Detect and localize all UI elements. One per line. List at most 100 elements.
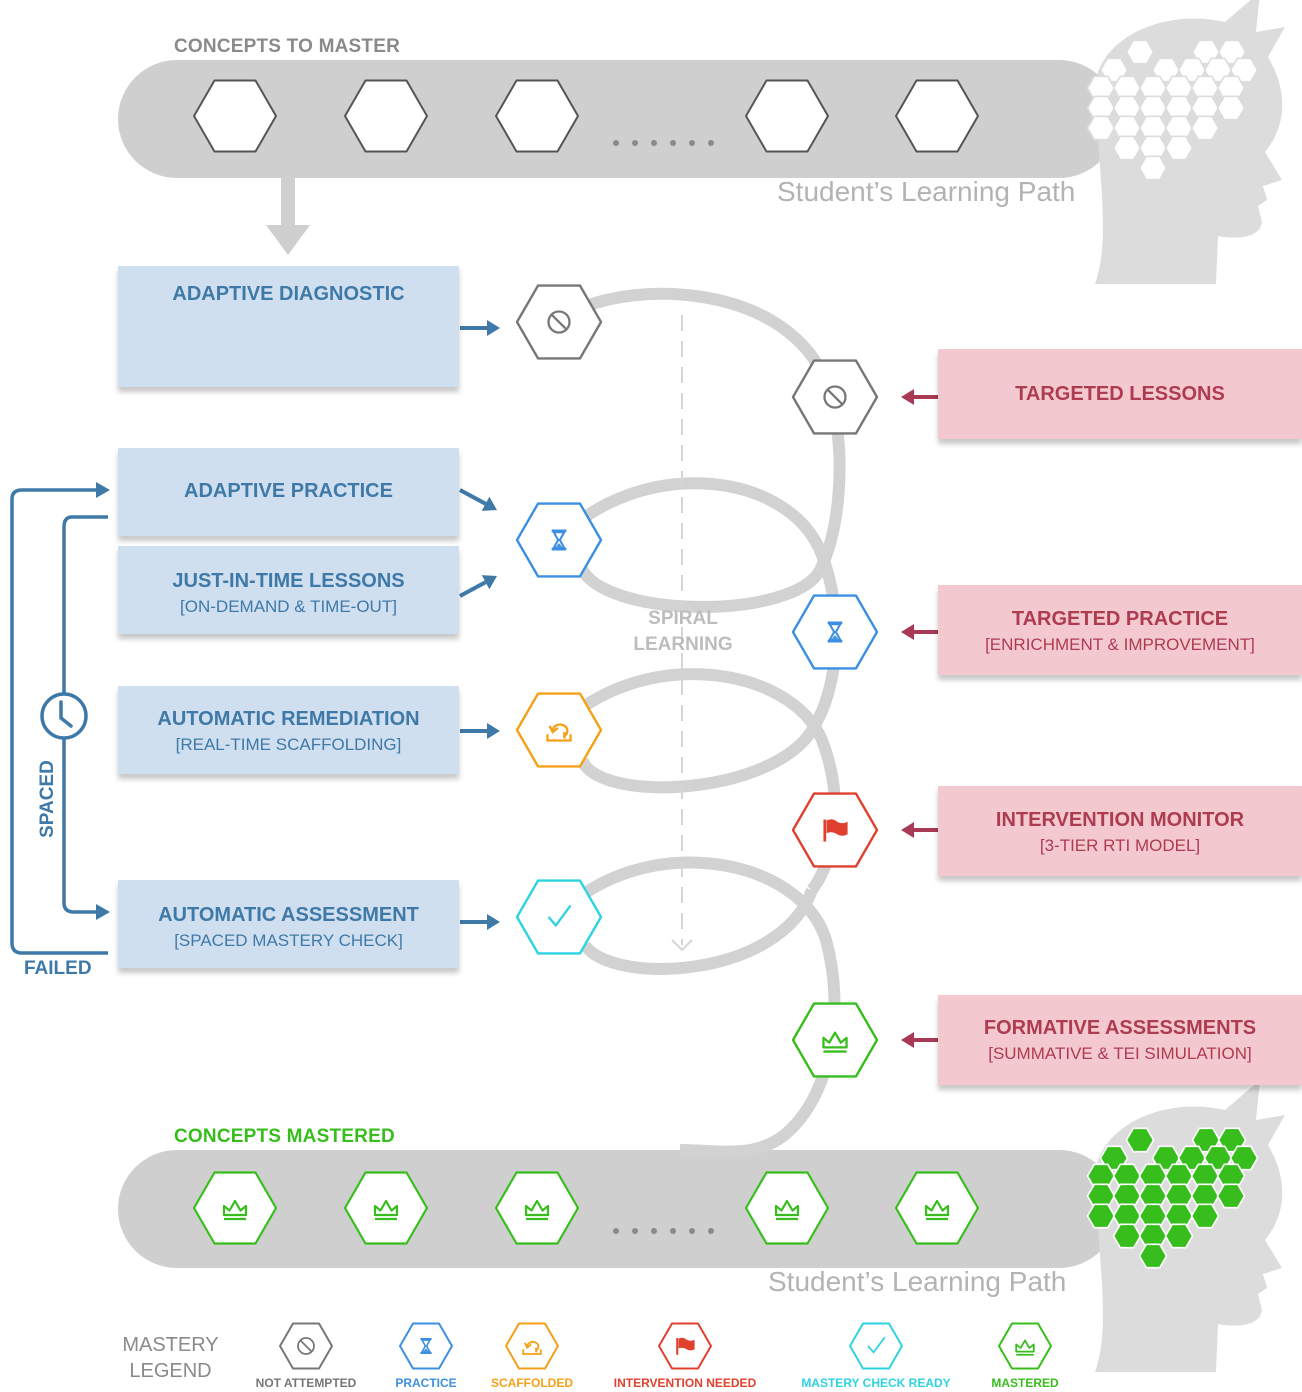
formative-assessments-title: FORMATIVE ASSESSMENTS: [983, 1017, 1257, 1039]
hex-node: [791, 1002, 879, 1078]
concept-hex-4: [745, 79, 829, 153]
node-targeted-lessons: [791, 359, 879, 435]
mastery-legend-title: MASTERY LEGEND: [108, 1332, 233, 1384]
arrow-right-4: [901, 1032, 940, 1048]
spiral-coil-4a: [553, 856, 841, 1135]
arrow-assessment: [460, 914, 500, 930]
adaptive-diagnostic-title: ADAPTIVE DIAGNOSTIC: [172, 283, 405, 305]
node-targeted-practice: [791, 594, 879, 670]
concepts-mastered-heading: CONCEPTS MASTERED: [174, 1126, 395, 1147]
mastered-concept-4: [744, 1171, 830, 1245]
legend-flag: [658, 1322, 712, 1370]
just-in-time-lessons-subtitle: [ON-DEMAND & TIME-OUT]: [180, 597, 397, 616]
spiral-coil-2b: [576, 721, 821, 794]
node-diagnostic: [515, 284, 603, 360]
targeted-practice-subtitle: [ENRICHMENT & IMPROVEMENT]: [985, 635, 1255, 654]
spiral-learning-label: SPIRAL LEARNING: [603, 606, 763, 658]
spiral-coil-2a: [553, 477, 842, 729]
node-remediation: [515, 692, 603, 768]
adaptive-diagnostic-box: ADAPTIVE DIAGNOSTIC: [118, 266, 459, 387]
learning-path-caption-top: Student’s Learning Path: [777, 176, 1076, 207]
ellipsis-dot-bottom: [613, 1228, 619, 1234]
legend-label-intervention-needed: INTERVENTION NEEDED: [613, 1376, 757, 1390]
legend-label-practice: PRACTICE: [395, 1376, 457, 1390]
ellipsis-dot-bottom: [651, 1228, 657, 1234]
ellipsis-dot-bottom: [689, 1228, 695, 1234]
node-formative: [791, 1002, 879, 1078]
adaptive-practice-title: ADAPTIVE PRACTICE: [184, 480, 393, 502]
spiral-coil-1b: [574, 562, 826, 613]
mastered-concept-5: [894, 1171, 980, 1245]
targeted-lessons-box: TARGETED LESSONS: [938, 349, 1302, 439]
legend-hourglass: [399, 1322, 453, 1370]
spiral-learning-line1: SPIRAL: [648, 608, 718, 629]
ellipsis-dot-top: [613, 140, 619, 146]
legend-crown: [998, 1322, 1052, 1370]
automatic-remediation-title: AUTOMATIC REMEDIATION: [157, 708, 420, 730]
automatic-assessment-subtitle: [SPACED MASTERY CHECK]: [174, 931, 403, 950]
brain-hex-cluster-mastered: [1086, 1127, 1259, 1269]
spiral-coil-1a: [555, 287, 846, 573]
automatic-assessment-box: AUTOMATIC ASSESSMENT [SPACED MASTERY CHE…: [118, 880, 459, 968]
failed-loop: [10, 482, 110, 955]
legend-hex: [849, 1322, 903, 1370]
targeted-practice-box: TARGETED PRACTICE [ENRICHMENT & IMPROVEM…: [938, 585, 1302, 675]
ellipsis-dot-top: [670, 140, 676, 146]
automatic-remediation-box: AUTOMATIC REMEDIATION [REAL-TIME SCAFFOL…: [118, 686, 459, 774]
just-in-time-lessons-title: JUST-IN-TIME LESSONS: [172, 570, 405, 592]
concepts-to-master-heading: CONCEPTS TO MASTER: [174, 36, 400, 57]
ellipsis-dot-bottom: [632, 1228, 638, 1234]
mastered-concept-3: [494, 1171, 580, 1245]
just-in-time-lessons-box: JUST-IN-TIME LESSONS [ON-DEMAND & TIME-O…: [118, 546, 459, 634]
ellipsis-dot-top: [708, 140, 714, 146]
legend-label-not-attempted: NOT ATTEMPTED: [255, 1376, 357, 1390]
clock-icon: [40, 692, 88, 740]
intervention-monitor-subtitle: [3-TIER RTI MODEL]: [1039, 836, 1201, 855]
arrow-right-3: [901, 822, 940, 838]
legend-check: [849, 1322, 903, 1370]
learning-path-caption-bottom: Student’s Learning Path: [768, 1266, 1067, 1297]
spiral-learning-line2: LEARNING: [633, 634, 733, 655]
concept-hex-2: [344, 79, 428, 153]
node-assessment: [515, 879, 603, 955]
arrow-jit-lessons: [459, 575, 497, 598]
node-practice: [515, 502, 603, 578]
legend-title-line1: MASTERY: [122, 1334, 219, 1356]
arrow-right-2: [901, 624, 940, 640]
concept-hex-5: [895, 79, 979, 153]
targeted-lessons-title: TARGETED LESSONS: [1015, 383, 1225, 405]
hex-node: [515, 879, 603, 955]
down-arrow-shaft: [281, 178, 295, 226]
mastered-hex-1: [192, 1171, 278, 1245]
failed-label: FAILED: [24, 958, 92, 979]
legend-label-scaffolded: SCAFFOLDED: [491, 1376, 573, 1390]
intervention-monitor-title: INTERVENTION MONITOR: [995, 809, 1245, 831]
targeted-practice-title: TARGETED PRACTICE: [1011, 608, 1229, 630]
spiral-coil-exit: [679, 1125, 795, 1158]
concept-hex-3: [495, 79, 579, 153]
ellipsis-dot-top: [651, 140, 657, 146]
node-intervention: [791, 792, 879, 868]
legend-scaffold: [505, 1322, 559, 1370]
spiral-coil-3b: [579, 887, 818, 975]
mastered-hex-2: [343, 1171, 429, 1245]
legend-label-mastered: MASTERED: [991, 1376, 1059, 1390]
automatic-remediation-subtitle: [REAL-TIME SCAFFOLDING]: [175, 735, 402, 754]
brain-hex-cluster-empty: [1086, 39, 1259, 181]
mastered-hex-3: [494, 1171, 580, 1245]
legend-label-mastery-check-ready: MASTERY CHECK READY: [801, 1376, 951, 1390]
formative-assessments-box: FORMATIVE ASSESSMENTS [SUMMATIVE & TEI S…: [938, 995, 1302, 1085]
arrow-diagnostic: [460, 320, 500, 336]
arrow-adaptive-practice: [459, 488, 497, 511]
mastered-concept-2: [343, 1171, 429, 1245]
ellipsis-dot-top: [689, 140, 695, 146]
legend-title-line2: LEGEND: [129, 1360, 212, 1382]
automatic-assessment-title: AUTOMATIC ASSESSMENT: [158, 904, 419, 926]
legend-not-attempted: [279, 1322, 333, 1370]
hex-node: [515, 692, 603, 768]
concept-hex-1: [193, 79, 277, 153]
adaptive-practice-box: ADAPTIVE PRACTICE: [118, 448, 459, 536]
spiral-axis-arrowhead: [671, 939, 693, 952]
legend-hex: [505, 1322, 559, 1370]
ellipsis-dot-bottom: [708, 1228, 714, 1234]
